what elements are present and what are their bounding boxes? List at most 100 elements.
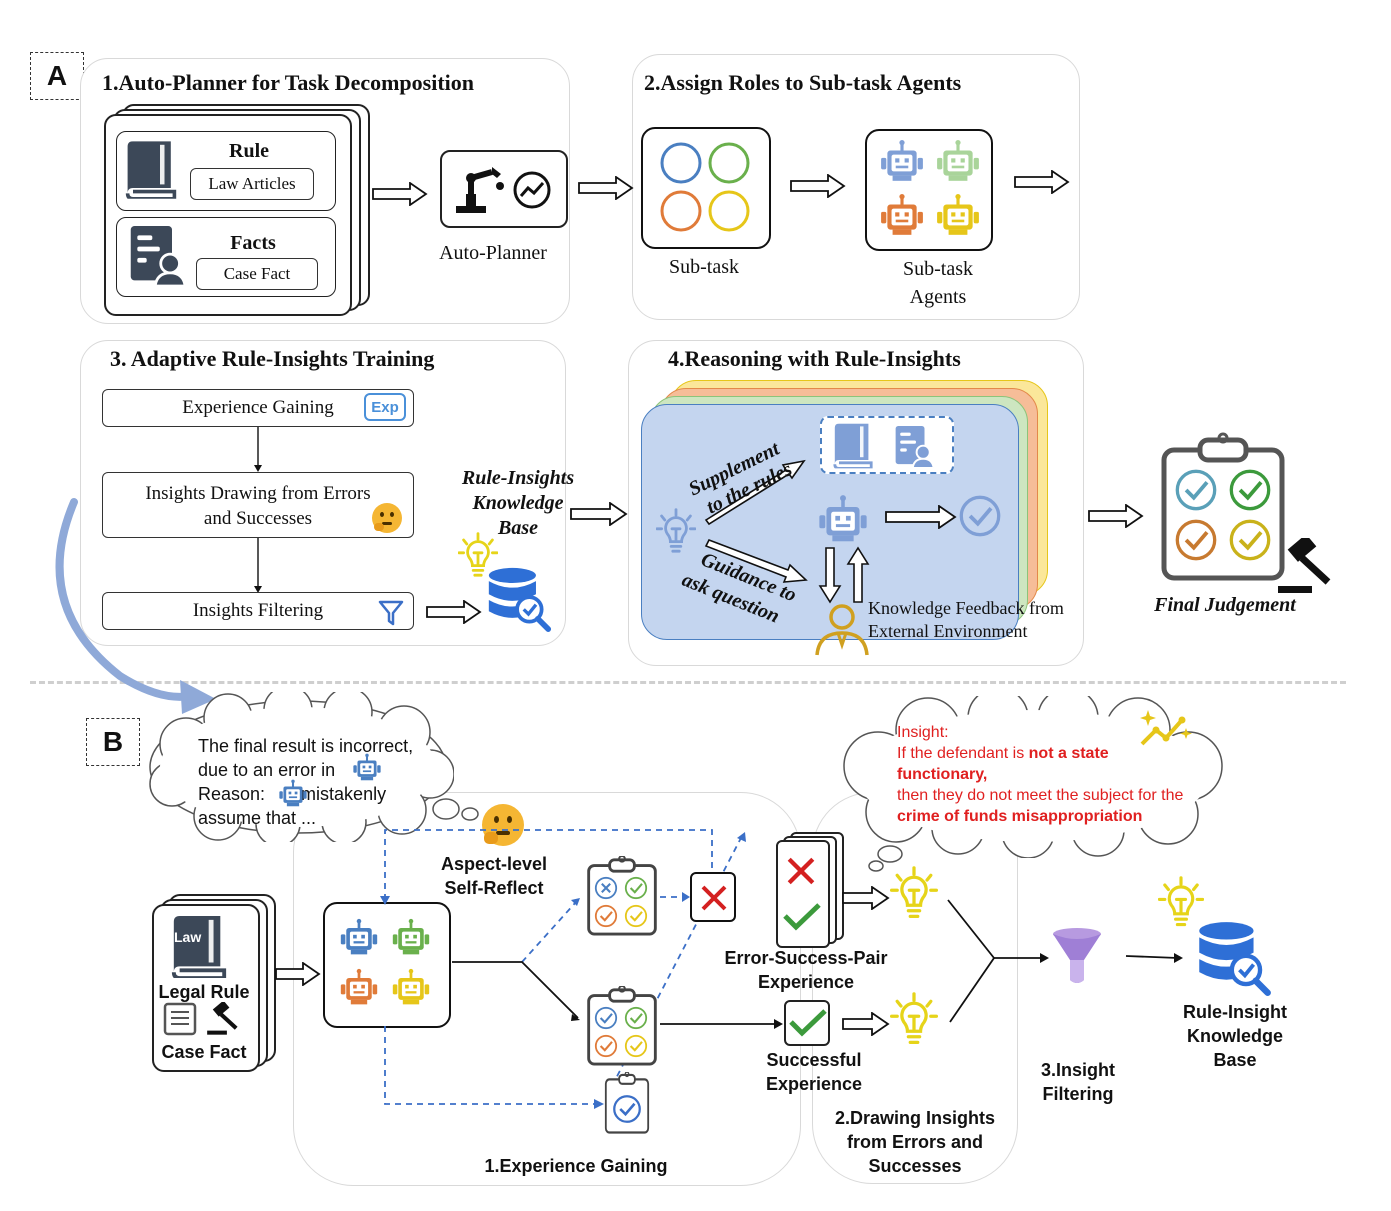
thought-line-3-post: mistakenly	[301, 784, 387, 804]
feedback-line-1: Knowledge Feedback from	[868, 598, 1064, 618]
final-judgement-label: Final Judgement	[1154, 594, 1296, 616]
auto-planner-label: Auto-Planner	[439, 242, 547, 264]
experience-gaining-box: Experience Gaining	[102, 389, 414, 427]
hollow-arrow	[426, 600, 482, 624]
hollow-arrow	[790, 174, 846, 198]
step4-title: 4.Reasoning with Rule-Insights	[668, 346, 961, 371]
facts-label: Facts	[230, 232, 276, 254]
rule-label: Rule	[229, 140, 269, 162]
step2-title: 2.Assign Roles to Sub-task Agents	[644, 70, 962, 95]
thought-line-4: assume that ...	[198, 808, 317, 828]
kb-b-line-2: Knowledge	[1186, 1026, 1283, 1046]
successful-line-2: Experience	[765, 1074, 863, 1094]
check-circle-icon	[594, 904, 618, 928]
insights-drawing-text-1: Insights Drawing from Errors	[145, 483, 371, 504]
insight-filtering-label: 3.Insight Filtering	[1018, 1058, 1138, 1106]
esp-label: Error-Success-Pair Experience	[706, 946, 906, 994]
sparkle-icon	[1140, 710, 1192, 746]
connector-line	[254, 538, 262, 593]
aspect-line-1: Aspect-level	[440, 854, 548, 874]
feedback-line-2: External Environment	[868, 621, 1028, 641]
thought-cloud	[149, 692, 454, 842]
agents-box	[865, 129, 993, 251]
step1-title: 1.Auto-Planner for Task Decomposition	[102, 70, 475, 95]
clipboard-icon	[584, 986, 660, 1066]
check-icon	[789, 1009, 827, 1037]
kb-b-line-1: Rule-Insight	[1183, 1002, 1287, 1022]
flow-arc-arrow	[55, 498, 216, 714]
subtask-agents-label-1: Sub-task	[903, 258, 973, 280]
successful-label: Successful Experience	[740, 1048, 888, 1096]
insights-filtering-box: Insights Filtering	[102, 592, 414, 630]
chart-circle-icon	[513, 171, 551, 209]
insights-drawing-text-2: and Successes	[203, 508, 313, 529]
law-badge: Law	[174, 929, 202, 945]
supplement-rules-text: Supplement to the rules	[685, 437, 795, 518]
subtask-label: Sub-task	[669, 256, 739, 278]
rules-dashed-box	[820, 416, 954, 474]
insight-l3: then they do not meet the subject for th…	[897, 787, 1184, 804]
check-icon	[783, 903, 821, 931]
gavel-icon	[1278, 538, 1331, 593]
drawing-line-1: 2.Drawing Insights	[834, 1108, 996, 1128]
connector-line	[254, 427, 262, 472]
experience-gaining-text: Experience Gaining	[182, 397, 334, 418]
kb-label-b: Rule-Insight Knowledge Base	[1160, 1000, 1310, 1072]
feedback-label: Knowledge Feedback from External Environ…	[868, 597, 1064, 643]
drawing-line-3: Successes	[868, 1156, 962, 1176]
clipboard-icon	[584, 856, 660, 936]
reasoning-arrows	[704, 459, 808, 583]
check-circle-icon	[612, 1094, 642, 1124]
lightbulb-icon	[890, 866, 938, 922]
robot-arm-icon	[456, 167, 504, 213]
kb-b-line-3: Base	[1213, 1050, 1257, 1070]
insight-cloud	[843, 696, 1223, 858]
check-circle-icon	[624, 1006, 648, 1030]
cross-icon	[701, 885, 727, 911]
check-circle-icon	[624, 876, 648, 900]
error-box	[690, 872, 736, 922]
aspect-line-2: Self-Reflect	[444, 878, 544, 898]
thought-bubble-dots	[432, 798, 479, 821]
clipboard-icon	[604, 1072, 650, 1134]
insights-drawing-box: Insights Drawing from Errors and Success…	[102, 472, 414, 538]
lightbulb-icon	[890, 992, 938, 1048]
person-icon	[815, 604, 869, 656]
thinking-emoji-icon	[372, 503, 402, 533]
insight-title: Insight:	[897, 724, 949, 741]
drawing-insights-panel	[812, 792, 1018, 1184]
thought-bubble-dots	[868, 845, 903, 872]
section-divider	[30, 681, 1346, 684]
successful-line-1: Successful	[766, 1050, 862, 1070]
filtering-line-1: 3.Insight	[1040, 1060, 1115, 1080]
experience-gaining-label-b: 1.Experience Gaining	[484, 1156, 668, 1176]
kb-label-a-2: Knowledge	[472, 492, 564, 514]
hollow-arrow	[372, 182, 428, 206]
check-circle-icon	[624, 1034, 648, 1058]
kb-label-a-1: Rule-Insights	[461, 467, 575, 489]
insight-text: Insight: If the defendant is not a state…	[897, 722, 1183, 827]
hollow-arrow	[1088, 504, 1144, 528]
case-fact-box: Case Fact	[196, 258, 318, 290]
case-fact-label-b: Case Fact	[161, 1042, 247, 1062]
error-success-stack	[776, 832, 844, 948]
hollow-arrow	[842, 886, 890, 910]
thought-line-2: due to an error in	[198, 760, 336, 780]
auto-planner-box	[440, 150, 568, 228]
check-circle-icon	[594, 1006, 618, 1030]
agents-box-b	[323, 902, 451, 1028]
kb-label-a-3: Base	[498, 517, 538, 539]
law-articles-box: Law Articles	[190, 168, 314, 200]
exp-badge: Exp	[364, 393, 406, 421]
circle-icon	[660, 142, 750, 232]
insight-l1-bold: not a state	[1028, 745, 1109, 762]
hollow-arrow	[1014, 170, 1070, 194]
thought-line-1: The final result is incorrect,	[198, 736, 414, 756]
cross-icon	[787, 857, 815, 885]
hollow-arrow	[570, 502, 628, 526]
thinking-emoji-icon	[482, 804, 524, 846]
hollow-arrow	[275, 962, 321, 986]
insights-filtering-text: Insights Filtering	[192, 600, 324, 621]
step3-title: 3. Adaptive Rule-Insights Training	[110, 346, 435, 371]
